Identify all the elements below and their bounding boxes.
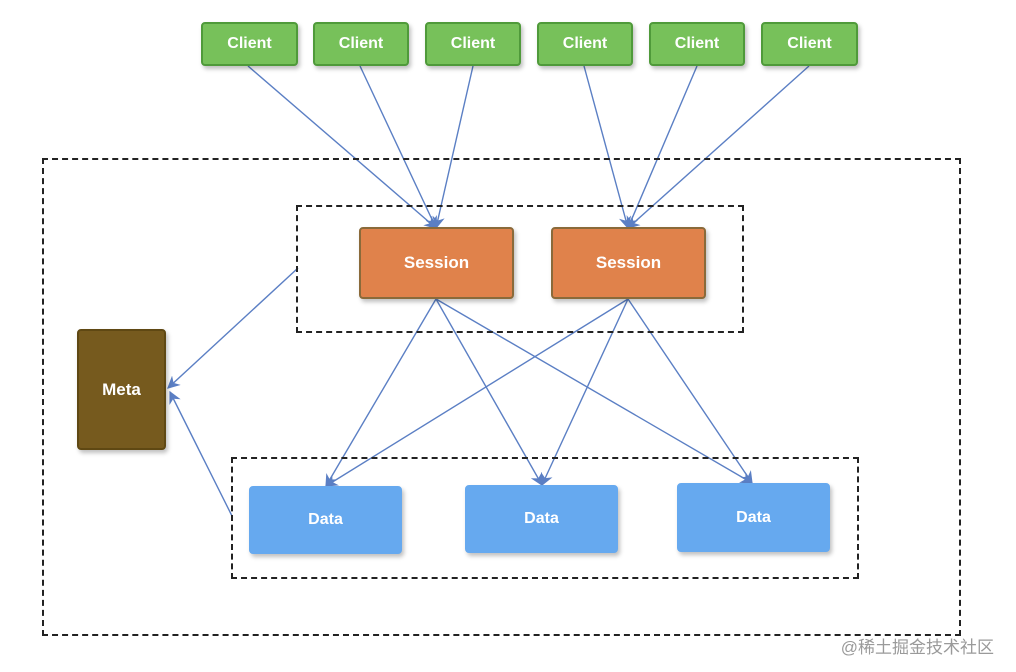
arrow-client6-session2	[627, 65, 810, 229]
arrow-session2-data1	[324, 298, 629, 487]
cluster-boundary	[42, 158, 961, 636]
arrow-client3-session1	[432, 65, 474, 230]
arrow-session2-data3	[627, 298, 753, 485]
arrow-session1-data1	[325, 298, 437, 488]
data-group	[231, 457, 859, 579]
client-node-2: Client	[313, 22, 409, 66]
arrow-client2-session1	[359, 65, 437, 230]
arrow-client1-session1	[247, 65, 437, 229]
arrow-session1-data3	[435, 298, 754, 484]
meta-node: Meta	[77, 329, 166, 450]
session-node-2: Session	[551, 227, 706, 299]
watermark: @稀土掘金技术社区	[840, 638, 994, 657]
arrow-data-group-meta	[169, 390, 233, 517]
arrow-session-group-meta	[167, 267, 299, 389]
session-group	[296, 205, 744, 333]
session-node-1: Session	[359, 227, 514, 299]
client-node-4: Client	[537, 22, 633, 66]
arrow-session1-data2	[435, 298, 543, 487]
arrow-client4-session2	[583, 65, 632, 230]
client-node-3: Client	[425, 22, 521, 66]
arrow-session2-data2	[541, 298, 629, 487]
client-node-6: Client	[761, 22, 858, 66]
client-node-1: Client	[201, 22, 298, 66]
arrow-client5-session2	[626, 65, 698, 230]
client-node-5: Client	[649, 22, 745, 66]
data-node-2: Data	[465, 485, 618, 553]
data-node-3: Data	[677, 483, 830, 552]
data-node-1: Data	[249, 486, 402, 554]
